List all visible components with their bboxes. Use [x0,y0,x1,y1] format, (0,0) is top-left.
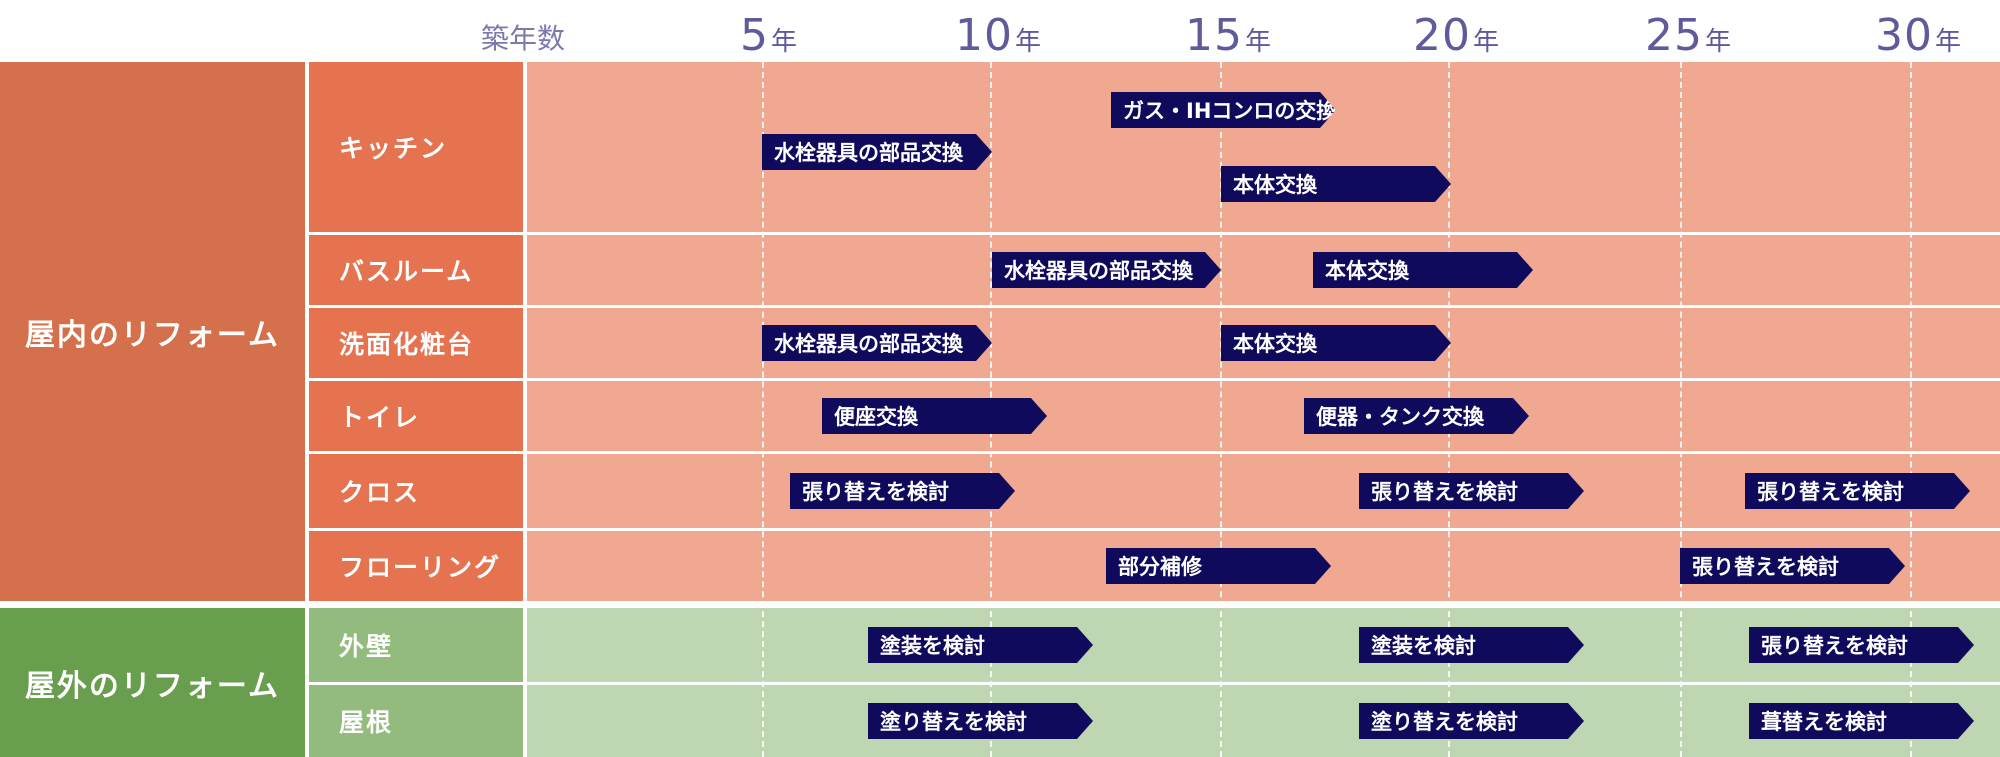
year-tick-label: 20年 [1413,14,1499,58]
category-label: フローリング [309,531,523,601]
task-bar: 部分補修 [1106,548,1331,584]
year-number: 30 [1875,10,1933,61]
task-bar: 本体交換 [1221,325,1451,361]
category-label: クロス [309,454,523,528]
category-timeline-band [527,381,2000,451]
year-number: 15 [1185,10,1243,61]
group-label-0: 屋内のリフォーム [0,62,305,601]
timeline-axis-label: 築年数 [481,22,566,55]
year-number: 10 [955,10,1013,61]
task-bar: 水栓器具の部品交換 [992,252,1221,288]
year-tick-label: 15年 [1185,14,1271,58]
year-number: 5 [740,10,769,61]
year-unit: 年 [771,27,798,57]
category-label: キッチン [309,62,523,232]
task-bar: 塗装を検討 [1359,627,1584,663]
task-bar: 本体交換 [1221,166,1451,202]
task-bar: 張り替えを検討 [1745,473,1970,509]
year-tick-label: 5年 [740,14,797,58]
year-unit: 年 [1015,27,1042,57]
year-number: 20 [1413,10,1471,61]
category-label: 屋根 [309,685,523,757]
group-label-1: 屋外のリフォーム [0,608,305,757]
year-gridline [1680,62,1682,757]
task-bar: 張り替えを検討 [1680,548,1905,584]
task-bar: ガス・IHコンロの交換 [1111,92,1336,128]
task-bar: 塗装を検討 [868,627,1093,663]
task-bar: 便座交換 [822,398,1047,434]
task-bar: 張り替えを検討 [1749,627,1974,663]
category-timeline-band [527,62,2000,232]
task-bar: 塗り替えを検討 [868,703,1093,739]
year-tick-label: 25年 [1645,14,1731,58]
task-bar: 葺替えを検討 [1749,703,1974,739]
category-label: バスルーム [309,235,523,305]
year-gridline [1220,62,1222,757]
year-gridline [1910,62,1912,757]
task-bar: 張り替えを検討 [1359,473,1584,509]
category-label: 洗面化粧台 [309,308,523,378]
task-bar: 水栓器具の部品交換 [762,134,992,170]
category-label: トイレ [309,381,523,451]
task-bar: 水栓器具の部品交換 [762,325,992,361]
task-bar: 塗り替えを検討 [1359,703,1584,739]
task-bar: 張り替えを検討 [790,473,1015,509]
year-unit: 年 [1245,27,1272,57]
year-unit: 年 [1935,27,1962,57]
year-tick-label: 30年 [1875,14,1961,58]
category-timeline-band [527,235,2000,305]
task-bar: 便器・タンク交換 [1304,398,1529,434]
year-number: 25 [1645,10,1703,61]
year-tick-label: 10年 [955,14,1041,58]
task-bar: 本体交換 [1313,252,1533,288]
year-unit: 年 [1473,27,1500,57]
year-unit: 年 [1705,27,1732,57]
year-gridline [762,62,764,757]
category-label: 外壁 [309,608,523,682]
